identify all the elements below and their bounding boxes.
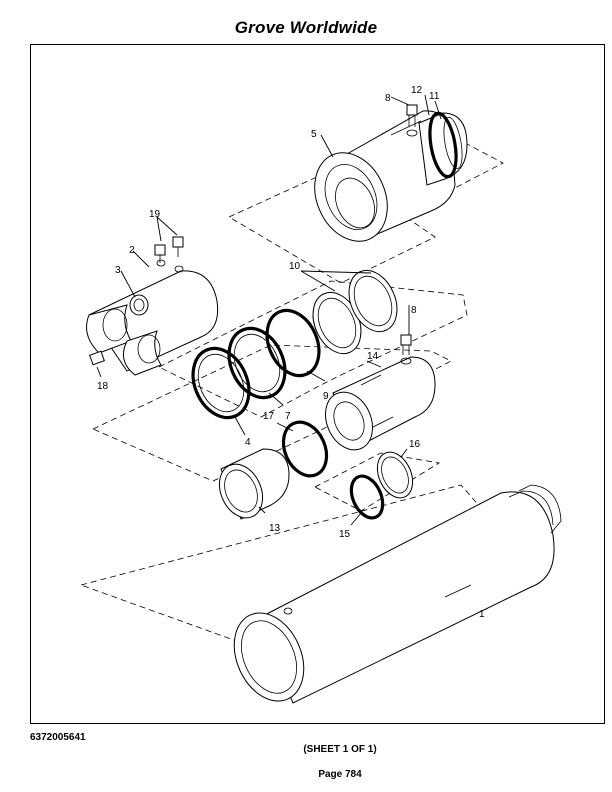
callout-2: 2 (129, 245, 135, 256)
part-13-spacer (218, 448, 290, 520)
part-14-piston (324, 356, 436, 451)
callout-5: 5 (311, 129, 317, 140)
callout-18: 18 (97, 381, 109, 392)
part-5-gland (314, 110, 468, 242)
callout-4: 4 (245, 437, 251, 448)
callout-14: 14 (367, 351, 379, 362)
page-number: Page 784 (318, 769, 362, 780)
callout-3: 3 (115, 265, 121, 276)
part-7-ring (227, 326, 287, 400)
part-8-bleed-screw-top (406, 104, 418, 137)
callout-13: 13 (269, 523, 281, 534)
part-9-ring (265, 308, 321, 378)
callout-16: 16 (409, 439, 421, 450)
part-18-plug (89, 350, 105, 366)
sheet-label: (SHEET 1 OF 1) (303, 744, 377, 755)
callout-19: 19 (149, 209, 161, 220)
part-1-barrel (233, 484, 562, 704)
projection-plane-14 (92, 344, 452, 482)
exploded-view-diagram: 1 2 3 4 5 7 8 8 9 10 11 12 13 14 15 16 1… (79, 85, 562, 704)
callout-12: 12 (411, 85, 423, 96)
part-19-fittings (154, 236, 184, 263)
part-number: 6372005641 (30, 732, 86, 743)
part-10-wear-rings (312, 269, 398, 355)
diagram-frame: 1 2 3 4 5 7 8 8 9 10 11 12 13 14 15 16 1… (30, 44, 605, 724)
leader-lines (96, 94, 472, 598)
part-16-ring (376, 451, 414, 499)
callout-9: 9 (323, 391, 329, 402)
callout-11: 11 (429, 91, 440, 102)
callout-17: 17 (263, 411, 275, 422)
callout-8b: 8 (411, 305, 417, 316)
callout-1: 1 (479, 609, 485, 620)
part-15-ring (349, 474, 385, 520)
part-8-bleed-screw-lower (400, 334, 412, 365)
callout-8a: 8 (385, 93, 391, 104)
part-4-ring (191, 346, 251, 420)
callout-15: 15 (339, 529, 351, 540)
part-17-ring (281, 420, 329, 478)
callout-10: 10 (289, 261, 301, 272)
part-2-cap (86, 259, 219, 376)
page-title: Grove Worldwide (234, 18, 378, 37)
projection-plane-16 (314, 452, 441, 512)
callout-7: 7 (285, 411, 291, 422)
